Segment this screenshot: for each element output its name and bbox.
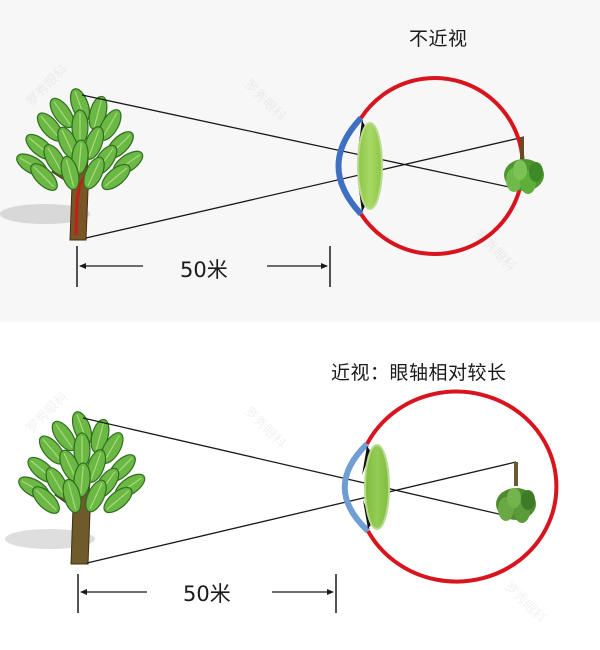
tree-foliage	[16, 88, 144, 191]
panel-title-normal: 不近视	[409, 28, 468, 50]
leaf-vein	[106, 490, 130, 510]
tree-shadow	[0, 204, 90, 224]
distance-label: 50米	[180, 258, 228, 282]
leaf-vein	[35, 489, 57, 511]
eyeball-normal	[335, 76, 544, 256]
leaf-vein	[88, 129, 100, 157]
leaf-vein	[49, 470, 65, 496]
light-rays	[81, 94, 525, 239]
distance-label: 50米	[183, 582, 231, 606]
leaf-vein	[55, 424, 73, 448]
sclera	[365, 389, 559, 584]
leaf-vein	[33, 166, 55, 188]
leaf-vein	[42, 438, 62, 462]
leaf-vein	[102, 112, 118, 138]
leaf-vein	[67, 482, 77, 510]
tree-trunk-accent	[74, 177, 86, 236]
myopia-panel: 近视：眼轴相对较长 50米 罗秀眼科 罗秀眼科 罗秀眼科	[0, 322, 600, 650]
arrow-right-icon	[321, 263, 328, 269]
leaf-vein	[87, 160, 101, 186]
distance-dimension	[77, 574, 337, 613]
leaf-vein	[53, 101, 71, 125]
iris-top	[362, 446, 371, 475]
ray-top-to-image	[82, 417, 517, 519]
leaf-vein	[80, 466, 84, 494]
cornea	[341, 441, 371, 534]
leaf-vein	[65, 159, 75, 187]
tree-foliage	[18, 411, 146, 514]
leaf-vein	[90, 452, 102, 480]
sclera	[359, 76, 525, 256]
leaf-vein	[95, 422, 105, 450]
leaf-vein	[40, 115, 60, 139]
arrow-right-icon	[327, 589, 334, 595]
lens	[364, 444, 390, 530]
leaf-vein	[63, 453, 77, 479]
ray-bottom-to-image	[86, 461, 517, 564]
cornea	[335, 115, 364, 217]
distance-dimension	[76, 246, 331, 287]
tree	[16, 88, 144, 241]
retina-image	[504, 137, 544, 194]
tree	[18, 411, 146, 565]
lens	[357, 122, 383, 210]
normal-vision-panel: 不近视 50米 罗秀眼科 罗秀眼科 罗秀眼科	[0, 0, 600, 322]
leaf-vein	[104, 167, 128, 187]
ray-top-to-retina	[81, 94, 524, 191]
ray-bottom-to-retina	[85, 136, 525, 239]
normal-vision-diagram	[0, 76, 544, 287]
arrow-left-icon	[79, 263, 86, 269]
leaf-vein	[78, 143, 82, 171]
panel-title-myopia: 近视：眼轴相对较长	[331, 362, 507, 384]
eyeball-myopia	[341, 389, 559, 584]
light-rays	[82, 417, 517, 564]
leaf-vein	[47, 147, 63, 173]
leaf-vein	[93, 99, 103, 127]
myopia-diagram	[5, 389, 559, 613]
leaf-vein	[89, 483, 103, 509]
leaf-vein	[104, 435, 120, 461]
image-in-front-of-retina	[496, 462, 536, 523]
leaf-vein	[61, 130, 75, 156]
arrow-left-icon	[80, 589, 87, 595]
